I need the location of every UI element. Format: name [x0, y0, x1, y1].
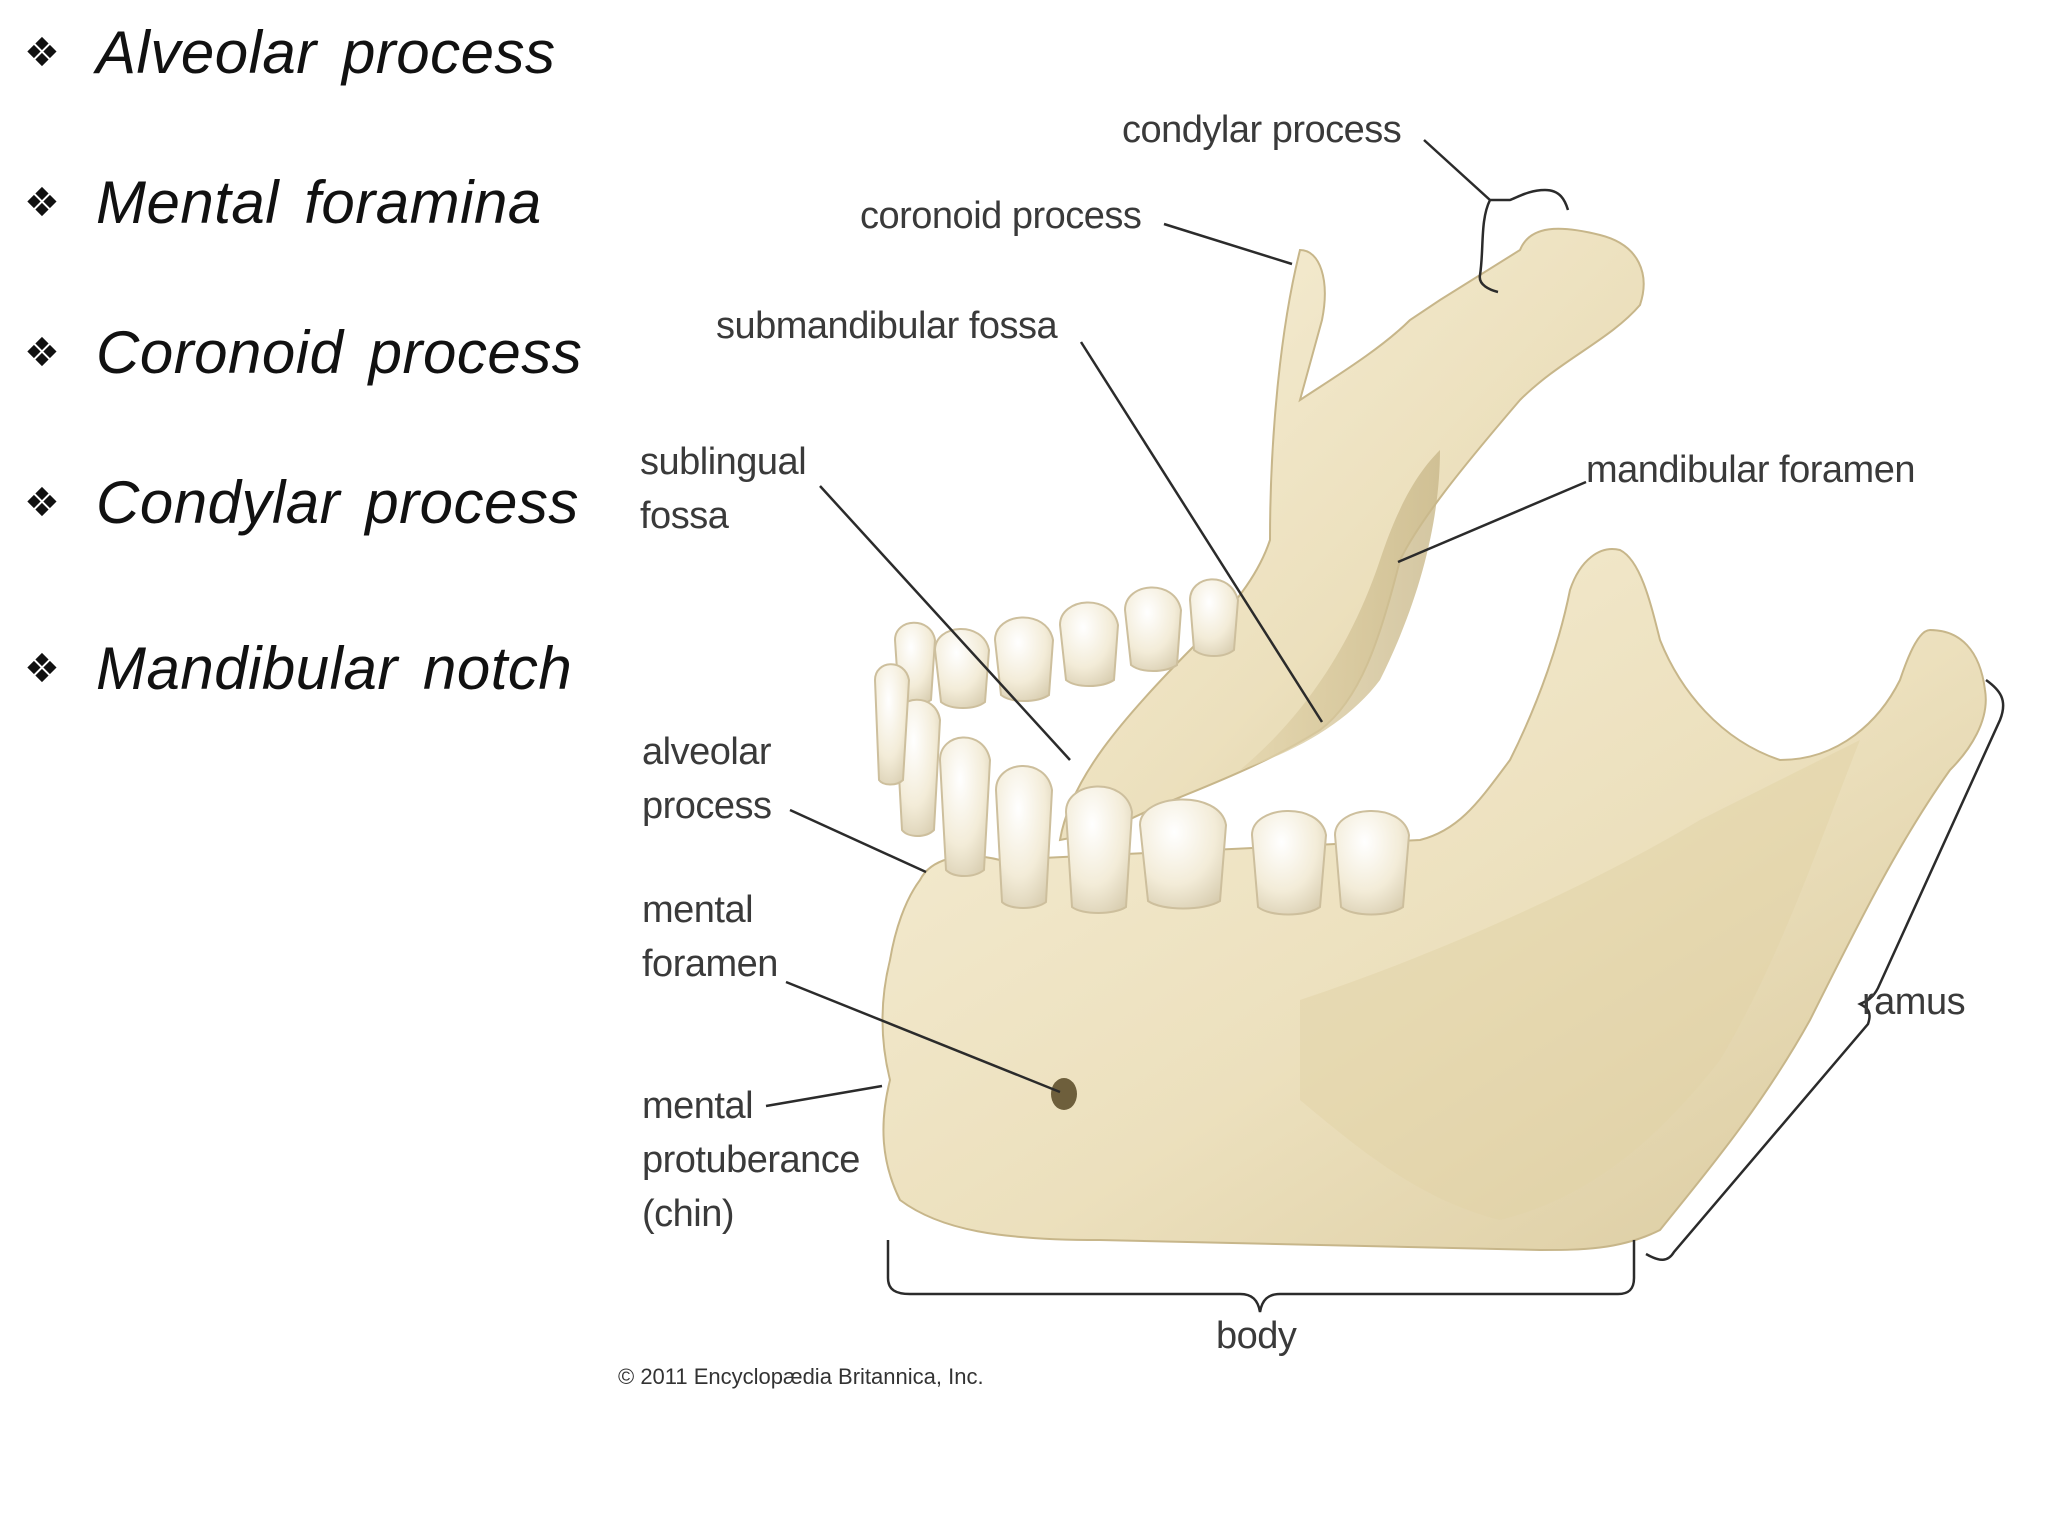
label-mental-foramen-line1: mental	[642, 889, 754, 931]
label-submandibular-fossa: submandibular fossa	[716, 305, 1058, 347]
far-teeth-row	[893, 578, 1240, 709]
label-alveolar-process-line1: alveolar	[642, 731, 772, 773]
mandibular-foramen-leader-line	[1397, 480, 1587, 564]
near-body-shading	[1300, 740, 1860, 1220]
bullet-text: Condylar process	[96, 469, 579, 536]
label-mental-protuberance-line1: mental	[642, 1085, 754, 1127]
bullet-item: ❖ Mandibular notch	[24, 634, 572, 703]
coronoid-leader-line	[1163, 222, 1293, 266]
ramus-brace	[1645, 678, 2005, 1261]
bullet-text: Alveolar process	[96, 19, 556, 86]
far-ramus-shadow	[1240, 450, 1440, 770]
alveolar-leader-line	[789, 808, 927, 874]
label-ramus: ramus	[1862, 981, 1966, 1023]
mental-foramen-leader-line	[785, 980, 1061, 1094]
label-sublingual-fossa-line2: fossa	[640, 495, 729, 537]
body-brace	[886, 1240, 1636, 1313]
condylar-brace	[1478, 199, 1499, 294]
label-mandibular-foramen: mandibular foramen	[1586, 449, 1915, 491]
condylar-leader-line	[1423, 139, 1570, 211]
bullet-item: ❖ Alveolar process	[24, 18, 556, 87]
diamond-bullet-icon: ❖	[24, 479, 60, 526]
copyright-credit: © 2011 Encyclopædia Britannica, Inc.	[618, 1364, 984, 1389]
far-mandible-half	[893, 227, 1645, 842]
label-alveolar-process-line2: process	[642, 785, 772, 827]
sublingual-leader-line	[819, 485, 1071, 761]
leader-lines	[765, 139, 2005, 1313]
label-mental-protuberance-line3: (chin)	[642, 1193, 735, 1235]
label-mental-protuberance-line2: protuberance	[642, 1139, 860, 1181]
near-body-ramus-shape	[881, 548, 1987, 1252]
label-condylar-process: condylar process	[1122, 109, 1402, 151]
label-coronoid-process: coronoid process	[860, 195, 1142, 237]
bullet-text: Mental foramina	[96, 169, 542, 236]
diamond-bullet-icon: ❖	[24, 645, 60, 692]
bullet-text: Mandibular notch	[96, 635, 573, 702]
bullet-item: ❖ Mental foramina	[24, 168, 542, 237]
diamond-bullet-icon: ❖	[24, 179, 60, 226]
near-mandible-half	[873, 548, 1987, 1252]
bullet-item: ❖ Coronoid process	[24, 318, 582, 387]
bullet-text: Coronoid process	[96, 319, 583, 386]
diamond-bullet-icon: ❖	[24, 329, 60, 376]
mental-protuberance-leader-line	[765, 1084, 883, 1108]
mental-foramen-hole	[1051, 1078, 1077, 1110]
submandibular-leader-line	[1079, 341, 1324, 723]
diamond-bullet-icon: ❖	[24, 29, 60, 76]
bullet-item: ❖ Condylar process	[24, 468, 579, 537]
label-mental-foramen-line2: foramen	[642, 943, 778, 985]
near-teeth-row	[873, 663, 1411, 916]
label-sublingual-fossa-line1: sublingual	[640, 441, 807, 483]
label-body: body	[1216, 1315, 1297, 1357]
